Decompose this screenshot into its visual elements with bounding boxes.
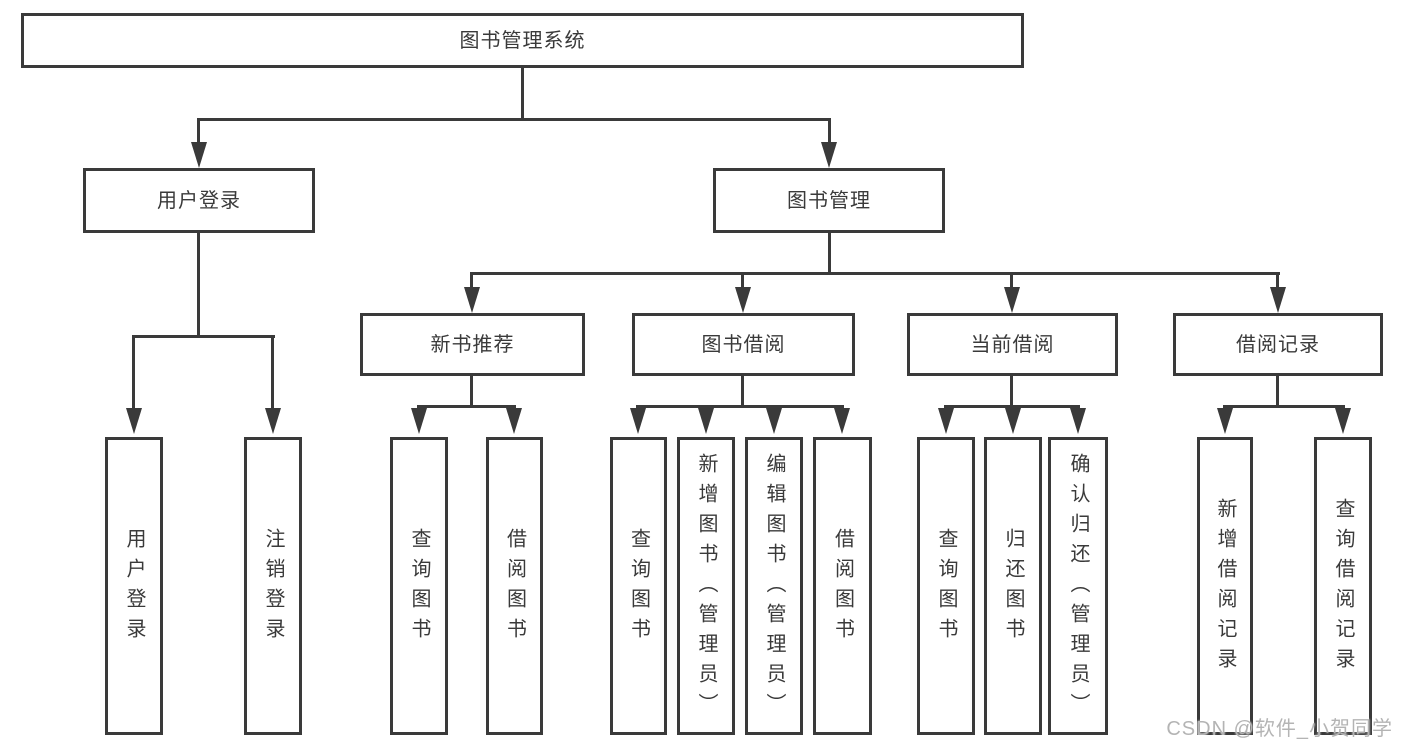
connector-line — [271, 338, 274, 412]
connector-line — [470, 275, 473, 289]
arrow-down-icon — [1070, 408, 1086, 434]
leaf-query-books-borrow: 查询图书 — [610, 437, 667, 735]
arrow-down-icon — [1217, 408, 1233, 434]
leaf-add-borrow-record: 新增借阅记录 — [1197, 437, 1253, 735]
arrow-down-icon — [265, 408, 281, 434]
arrow-down-icon — [1004, 287, 1020, 313]
connector-line — [741, 376, 744, 408]
arrow-down-icon — [506, 408, 522, 434]
arrow-down-icon — [938, 408, 954, 434]
arrow-down-icon — [698, 408, 714, 434]
connector-line — [828, 233, 831, 275]
arrow-down-icon — [411, 408, 427, 434]
arrow-down-icon — [735, 287, 751, 313]
leaf-edit-books-admin: 编辑图书（管理员） — [745, 437, 803, 735]
connector-line — [132, 335, 275, 338]
connector-line — [1010, 275, 1013, 289]
connector-line — [1223, 405, 1345, 408]
connector-line — [470, 376, 473, 408]
leaf-user-login: 用户登录 — [105, 437, 163, 735]
connector-line — [944, 405, 1080, 408]
connector-line — [1276, 275, 1279, 289]
arrow-down-icon — [191, 142, 207, 168]
leaf-borrow-books-recommend: 借阅图书 — [486, 437, 543, 735]
connector-line — [1010, 376, 1013, 408]
arrow-down-icon — [821, 142, 837, 168]
node-user-login: 用户登录 — [83, 168, 315, 233]
arrow-down-icon — [1005, 408, 1021, 434]
leaf-confirm-return-admin: 确认归还（管理员） — [1048, 437, 1108, 735]
leaf-logout: 注销登录 — [244, 437, 302, 735]
connector-line — [417, 405, 516, 408]
connector-line — [197, 118, 831, 121]
connector-line — [197, 121, 200, 147]
connector-line — [1276, 376, 1279, 408]
leaf-query-books-recommend: 查询图书 — [390, 437, 448, 735]
node-book-management: 图书管理 — [713, 168, 945, 233]
connector-line — [470, 272, 1280, 275]
leaf-return-books: 归还图书 — [984, 437, 1042, 735]
connector-line — [636, 405, 844, 408]
node-book-borrow: 图书借阅 — [632, 313, 855, 376]
arrow-down-icon — [126, 408, 142, 434]
leaf-query-borrow-record: 查询借阅记录 — [1314, 437, 1372, 735]
node-current-borrow: 当前借阅 — [907, 313, 1118, 376]
connector-line — [741, 275, 744, 289]
node-library-system: 图书管理系统 — [21, 13, 1024, 68]
leaf-query-books-current: 查询图书 — [917, 437, 975, 735]
leaf-borrow-books: 借阅图书 — [813, 437, 872, 735]
leaf-add-books-admin: 新增图书（管理员） — [677, 437, 735, 735]
connector-line — [521, 68, 524, 121]
arrow-down-icon — [1270, 287, 1286, 313]
arrow-down-icon — [464, 287, 480, 313]
arrow-down-icon — [834, 408, 850, 434]
watermark: CSDN @软件_小贺同学 — [1166, 718, 1393, 740]
arrow-down-icon — [630, 408, 646, 434]
connector-line — [828, 121, 831, 147]
node-new-book-recommend: 新书推荐 — [360, 313, 585, 376]
connector-line — [197, 233, 200, 338]
node-borrow-records: 借阅记录 — [1173, 313, 1383, 376]
arrow-down-icon — [1335, 408, 1351, 434]
connector-line — [132, 338, 135, 412]
arrow-down-icon — [766, 408, 782, 434]
